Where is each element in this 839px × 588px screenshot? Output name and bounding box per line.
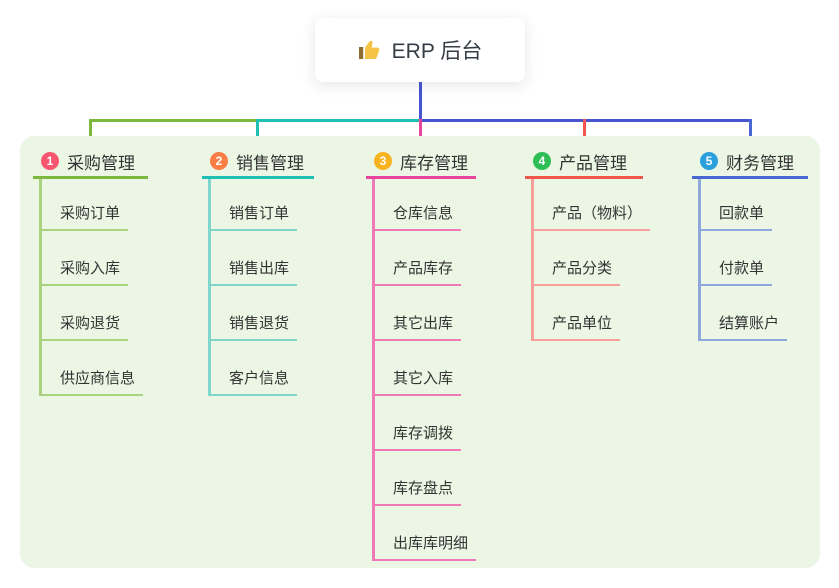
- child-node[interactable]: 出库库明细: [372, 533, 477, 561]
- child-node[interactable]: 付款单: [698, 258, 773, 286]
- branch-drop-line-5: [749, 119, 752, 144]
- branch-drop-line-2: [256, 119, 259, 144]
- root-connector-line: [419, 82, 422, 119]
- branch-child-connector: [698, 179, 701, 339]
- branch-header-inventory[interactable]: 3 库存管理: [366, 146, 476, 179]
- branch-title: 采购管理: [67, 153, 135, 173]
- child-node[interactable]: 采购入库: [39, 258, 129, 286]
- thumbs-up-icon: [358, 38, 382, 62]
- branch-finance: 5 财务管理 回款单 付款单 结算账户: [692, 146, 808, 341]
- child-node[interactable]: 销售订单: [208, 203, 298, 231]
- branch-number-badge: 2: [210, 152, 228, 170]
- hub-line-teal: [257, 119, 421, 122]
- branch-title: 产品管理: [559, 153, 627, 173]
- branch-sales: 2 销售管理 销售订单 销售出库 销售退货 客户信息: [202, 146, 314, 396]
- child-node[interactable]: 库存盘点: [372, 478, 462, 506]
- branch-title: 财务管理: [726, 153, 794, 173]
- child-node[interactable]: 产品库存: [372, 258, 462, 286]
- child-node[interactable]: 采购订单: [39, 203, 129, 231]
- root-node[interactable]: ERP 后台: [315, 18, 525, 82]
- child-node[interactable]: 销售退货: [208, 313, 298, 341]
- branch-child-connector: [39, 179, 42, 394]
- branch-drop-line-1: [89, 119, 92, 144]
- hub-line-green: [89, 119, 257, 122]
- branch-title: 库存管理: [400, 153, 468, 173]
- child-node[interactable]: 客户信息: [208, 368, 298, 396]
- child-node[interactable]: 采购退货: [39, 313, 129, 341]
- child-node[interactable]: 仓库信息: [372, 203, 462, 231]
- branch-header-product[interactable]: 4 产品管理: [525, 146, 643, 179]
- child-node[interactable]: 结算账户: [698, 313, 788, 341]
- child-node[interactable]: 其它出库: [372, 313, 462, 341]
- child-node[interactable]: 供应商信息: [39, 368, 144, 396]
- branch-product: 4 产品管理 产品（物料） 产品分类 产品单位: [525, 146, 651, 341]
- branch-purchase: 1 采购管理 采购订单 采购入库 采购退货 供应商信息: [33, 146, 148, 396]
- root-label: ERP 后台: [391, 40, 483, 63]
- child-node[interactable]: 销售出库: [208, 258, 298, 286]
- branch-drop-line-3: [419, 119, 422, 144]
- branch-header-purchase[interactable]: 1 采购管理: [33, 146, 148, 179]
- branch-number-badge: 3: [374, 152, 392, 170]
- branch-title: 销售管理: [236, 153, 304, 173]
- branch-header-sales[interactable]: 2 销售管理: [202, 146, 314, 179]
- branch-child-connector: [208, 179, 211, 394]
- child-node[interactable]: 回款单: [698, 203, 773, 231]
- branch-number-badge: 1: [41, 152, 59, 170]
- child-node[interactable]: 库存调拨: [372, 423, 462, 451]
- branch-header-finance[interactable]: 5 财务管理: [692, 146, 808, 179]
- branches-panel: [20, 136, 820, 568]
- branch-number-badge: 5: [700, 152, 718, 170]
- child-node[interactable]: 产品（物料）: [531, 203, 651, 231]
- branch-number-badge: 4: [533, 152, 551, 170]
- child-node[interactable]: 其它入库: [372, 368, 462, 396]
- child-node[interactable]: 产品单位: [531, 313, 621, 341]
- branch-drop-line-4: [583, 119, 586, 144]
- branch-inventory: 3 库存管理 仓库信息 产品库存 其它出库 其它入库 库存调拨 库存盘点 出库库…: [366, 146, 477, 561]
- hub-line-blue: [421, 119, 752, 122]
- branch-child-connector: [531, 179, 534, 339]
- branch-child-connector: [372, 179, 375, 559]
- child-node[interactable]: 产品分类: [531, 258, 621, 286]
